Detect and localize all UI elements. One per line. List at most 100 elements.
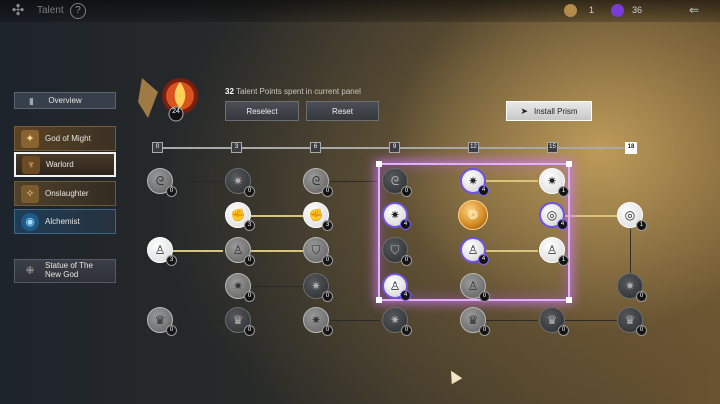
talent-node[interactable]: ♛0 [539,307,569,336]
talent-node[interactable]: ♛0 [147,307,177,336]
reset-button[interactable]: Reset [306,101,379,121]
swirl-icon: ᘓ [155,173,165,188]
connector [173,250,223,252]
class-emblem: 24 [136,72,214,124]
burst-icon: ✷ [232,174,244,188]
back-arrow-icon[interactable]: ⇐ [689,3,700,17]
overview-label: Overview [48,96,82,105]
alchemist-icon: ◉ [21,212,39,231]
swirl-icon: ᘓ [390,173,400,188]
orb-icon: ❂ [467,208,479,222]
talent-node[interactable]: ⛉0 [303,237,333,266]
region-corner [376,161,382,167]
connector [251,250,303,252]
tick-9: 9 [389,142,400,153]
connector [251,286,303,287]
swirl-icon: ᘓ [311,173,321,188]
install-prism-label: Install Prism [533,106,578,116]
shield-icon: ⛉ [390,242,400,257]
tab-warlord[interactable]: ♆ Warlord [14,152,116,177]
talent-node[interactable]: ⛉0 [382,237,412,266]
key-icon [564,4,577,17]
tab-onslaughter[interactable]: ✧ Onslaughter [14,181,116,206]
crown-icon: ♛ [232,313,244,327]
talent-node[interactable]: ✊3 [303,202,333,231]
tick-15: 15 [547,142,558,153]
connector [486,250,538,252]
overview-button[interactable]: ▮ Overview [14,92,116,109]
connector [565,320,617,321]
god-of-might-icon: ✦ [21,129,39,148]
tab-label: Onslaughter [45,189,89,198]
burst-icon: ✷ [310,313,322,327]
burst-icon: ✷ [546,174,558,188]
region-corner [566,297,572,303]
talent-node[interactable]: ✷1 [539,168,569,197]
talent-node[interactable]: ✊3 [225,202,255,231]
talent-orb-node[interactable]: ❂ [458,200,488,230]
meditate-icon: ♙ [232,243,244,257]
tab-god-of-might[interactable]: ✦ God of Might [14,126,116,151]
talent-node[interactable]: ♙4 [460,237,489,265]
talent-node[interactable]: ♛0 [225,307,255,336]
tab-alchemist[interactable]: ◉ Alchemist [14,209,116,234]
target-icon: ◎ [546,208,558,222]
talent-node[interactable]: ♙1 [539,237,569,266]
talent-node[interactable]: ✷0 [303,307,333,336]
tab-label: Alchemist [45,217,80,226]
reselect-button[interactable]: Reselect [225,101,299,121]
points-summary: 32 Talent Points spent in current panel [225,87,361,96]
talent-node[interactable]: ♛0 [460,307,490,336]
talent-node[interactable]: ♛0 [617,307,647,336]
connector [486,180,538,182]
talent-node[interactable]: ✷0 [382,307,412,336]
talent-node[interactable]: ✷0 [225,168,255,197]
tick-0: 0 [152,142,163,153]
resource-count-2: 36 [632,5,643,15]
burst-icon: ✷ [389,208,401,222]
connector [330,181,380,182]
talent-node[interactable]: ♙0 [225,237,255,266]
warlord-icon: ♆ [22,155,40,174]
talent-node[interactable]: ♙3 [147,237,177,266]
tick-3: 3 [231,142,242,153]
help-button[interactable]: ? [70,3,86,19]
talent-node[interactable]: ♙0 [460,273,490,302]
tick-6: 6 [310,142,321,153]
crown-icon: ♛ [467,313,479,327]
talent-node[interactable]: ◎1 [617,202,647,231]
fist-icon: ✊ [230,208,246,222]
talent-node[interactable]: ✷0 [303,273,333,302]
fist-icon: ✊ [308,208,324,222]
talent-node[interactable]: ♙4 [382,273,411,301]
onslaughter-icon: ✧ [21,184,39,203]
emblem-level: 24 [172,108,180,115]
crown-icon: ♛ [154,313,166,327]
mouse-cursor-icon [445,367,463,385]
prism-region [376,161,572,303]
target-icon: ◎ [624,208,636,222]
install-prism-button[interactable]: ➤ Install Prism [506,101,592,121]
burst-icon: ✷ [389,313,401,327]
meditate-icon: ♙ [467,243,479,257]
talent-node[interactable]: ◎4 [539,202,568,230]
talent-node[interactable]: ✷4 [460,168,489,196]
page-title: Talent [37,5,64,16]
tab-statue-of-the-new-god[interactable]: ⁜ Statue of The New God [14,259,116,283]
shield-icon: ⛉ [311,242,321,257]
talent-node[interactable]: ✷0 [617,273,647,302]
talent-node[interactable]: ✷0 [225,273,255,302]
talent-logo-icon: ✣ [11,2,25,19]
points-value: 32 [225,87,234,96]
burst-icon: ✷ [467,174,479,188]
talent-node[interactable]: ✷4 [382,202,411,230]
tab-label: Warlord [46,160,74,169]
connector [251,215,303,217]
send-icon: ➤ [520,105,528,116]
connector [486,320,538,321]
top-bar: ✣ Talent ? 1 36 ⇐ [0,0,720,22]
connector [173,320,223,321]
